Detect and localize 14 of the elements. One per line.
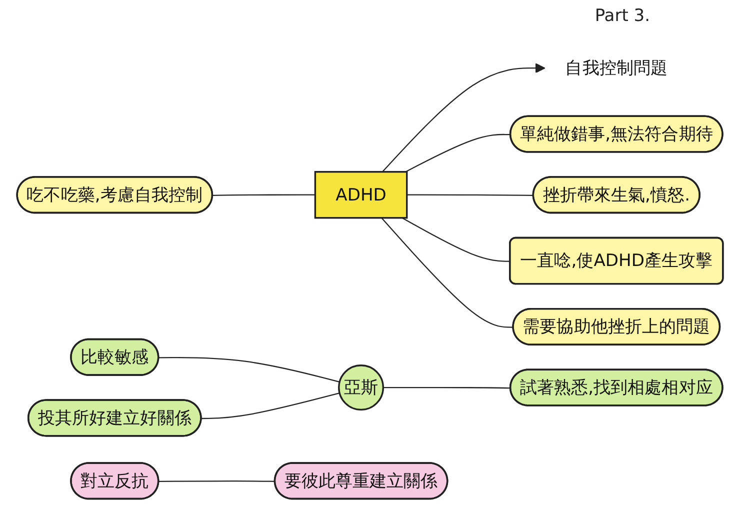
connector bbox=[158, 480, 276, 482]
connector bbox=[212, 194, 316, 196]
part-heading: Part 3. bbox=[594, 6, 650, 26]
connector bbox=[383, 387, 511, 389]
node-box: ADHD bbox=[314, 171, 408, 219]
connector bbox=[402, 217, 510, 262]
arrow bbox=[382, 63, 546, 172]
connector bbox=[406, 194, 534, 196]
node-text: 自我控制問題 bbox=[565, 58, 668, 78]
connector bbox=[381, 218, 514, 328]
connector bbox=[405, 134, 511, 172]
connector bbox=[158, 357, 340, 383]
connector bbox=[202, 392, 340, 420]
node-circle: 亞斯 bbox=[338, 364, 384, 411]
